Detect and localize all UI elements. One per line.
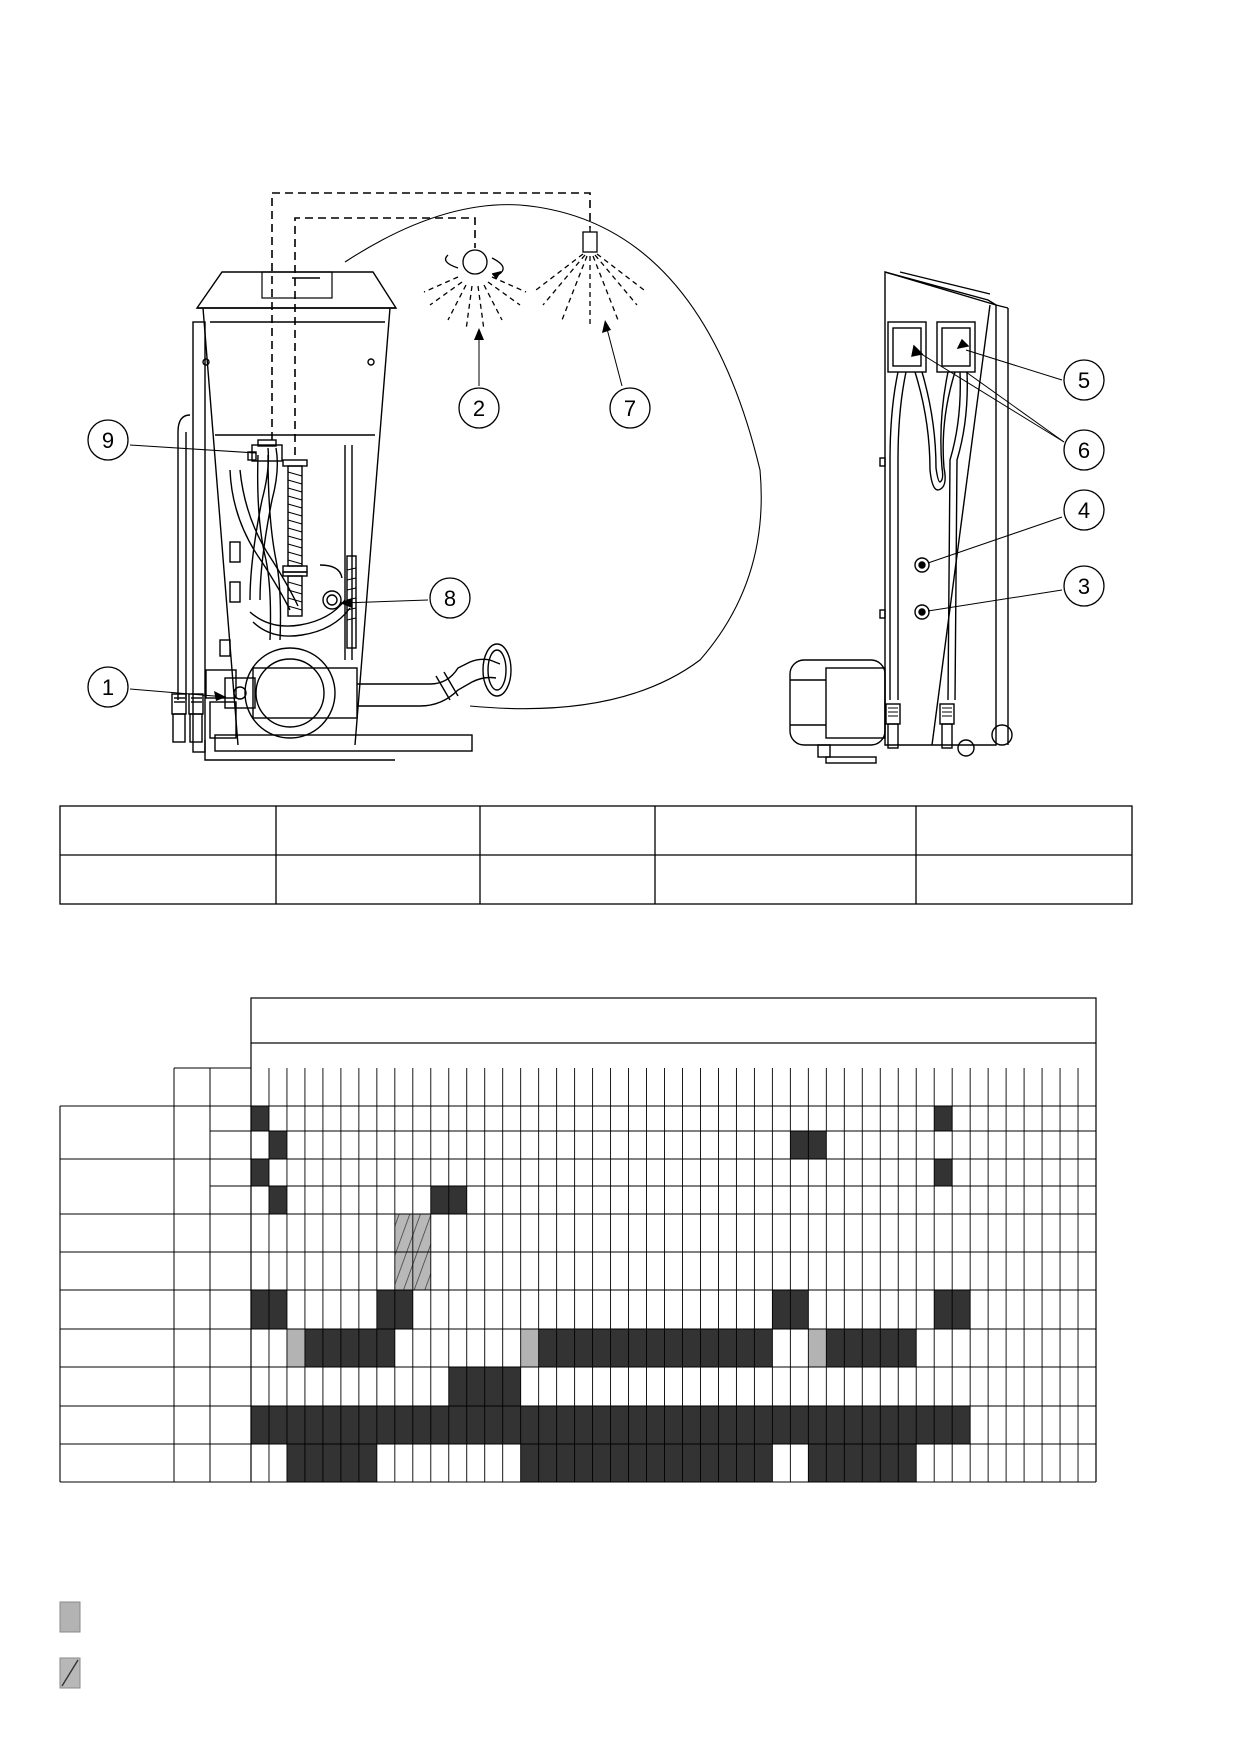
callout-5: 5	[965, 349, 1105, 401]
timing-cell-filled	[251, 1159, 269, 1186]
timing-cell-filled	[628, 1329, 647, 1367]
timing-cell-filled	[790, 1290, 809, 1329]
callout-7: 7	[602, 320, 651, 429]
callout-2: 2	[458, 328, 500, 429]
timing-cell-filled	[394, 1290, 413, 1329]
callout-9: 9	[87, 419, 257, 461]
timing-cell-filled	[844, 1329, 863, 1367]
callout-8-label: 8	[444, 586, 456, 611]
timing-cell-filled	[502, 1367, 521, 1406]
timing-cell-filled	[322, 1329, 341, 1367]
timing-cell-filled	[268, 1186, 287, 1214]
callout-3-label: 3	[1078, 574, 1090, 599]
timing-cell-filled	[376, 1290, 395, 1329]
timing-cell-filled	[772, 1290, 791, 1329]
timing-cell-filled	[592, 1329, 611, 1367]
legend	[59, 1601, 81, 1689]
callout-8: 8	[340, 577, 471, 619]
callout-5-label: 5	[1078, 368, 1090, 393]
timing-cell-filled	[898, 1329, 917, 1367]
timing-cell-filled	[880, 1329, 899, 1367]
timing-cell-filled	[286, 1444, 377, 1482]
rotating-sprayer-icon	[423, 249, 527, 331]
callout-7-label: 7	[624, 396, 636, 421]
callout-3: 3	[927, 565, 1105, 612]
timing-cell-hatch	[412, 1252, 431, 1290]
timing-cell-filled	[700, 1329, 719, 1367]
timing-cell-filled	[430, 1186, 449, 1214]
callout-1: 1	[87, 666, 227, 708]
timing-cell-filled	[268, 1290, 287, 1329]
arc-line	[344, 204, 762, 710]
callout-4: 4	[927, 489, 1105, 564]
timing-cell-filled	[251, 1106, 269, 1131]
timing-cell-filled	[448, 1367, 467, 1406]
timing-cell-filled	[574, 1329, 593, 1367]
legend-solid-swatch	[59, 1601, 81, 1633]
timing-cell-light	[808, 1329, 827, 1367]
machine-front-view	[171, 271, 512, 761]
timing-cell-filled	[466, 1367, 485, 1406]
timing-cell-filled	[934, 1290, 953, 1329]
timing-cell-filled	[340, 1329, 359, 1367]
timing-cell-filled	[251, 1290, 269, 1329]
callout-6-label: 6	[1078, 438, 1090, 463]
timing-cell-filled	[934, 1159, 953, 1186]
timing-cell-filled	[484, 1367, 503, 1406]
timing-cell-hatch	[394, 1252, 413, 1290]
timing-cell-filled	[952, 1290, 971, 1329]
timing-cell-light	[520, 1329, 539, 1367]
timing-cell-filled	[826, 1329, 845, 1367]
dashed-control-lines	[271, 192, 591, 455]
timing-cell-hatch	[394, 1214, 413, 1252]
spray-nozzle-icon	[535, 228, 645, 325]
spec-table	[59, 805, 1133, 905]
timing-cell-filled	[610, 1329, 629, 1367]
timing-cell-light	[286, 1329, 305, 1367]
timing-cell-filled	[736, 1329, 755, 1367]
timing-cell-filled	[556, 1329, 575, 1367]
machine-side-view	[789, 271, 1013, 764]
callout-4-label: 4	[1078, 498, 1090, 523]
timing-cell-filled	[682, 1329, 701, 1367]
timing-cell-filled	[268, 1131, 287, 1159]
callout-1-label: 1	[102, 675, 114, 700]
callouts: 1 2 7 9 8	[87, 320, 1105, 708]
timing-cell-filled	[862, 1329, 881, 1367]
timing-cell-filled	[664, 1329, 683, 1367]
callout-2-label: 2	[473, 396, 485, 421]
timing-cell-filled	[448, 1186, 467, 1214]
timing-cell-filled	[754, 1329, 773, 1367]
timing-cell-filled	[646, 1329, 665, 1367]
timing-cell-hatch	[412, 1214, 431, 1252]
timing-header-top	[250, 997, 1097, 1044]
timing-cell-filled	[358, 1329, 377, 1367]
timing-grid	[59, 997, 1097, 1483]
timing-cell-filled	[376, 1329, 395, 1367]
timing-cell-filled	[304, 1329, 323, 1367]
callout-9-label: 9	[102, 428, 114, 453]
timing-cell-filled	[934, 1106, 953, 1131]
timing-cell-filled	[538, 1329, 557, 1367]
timing-cell-filled	[790, 1131, 809, 1159]
callout-6: 6	[917, 351, 1105, 471]
timing-cell-filled	[718, 1329, 737, 1367]
timing-cell-filled	[808, 1131, 827, 1159]
